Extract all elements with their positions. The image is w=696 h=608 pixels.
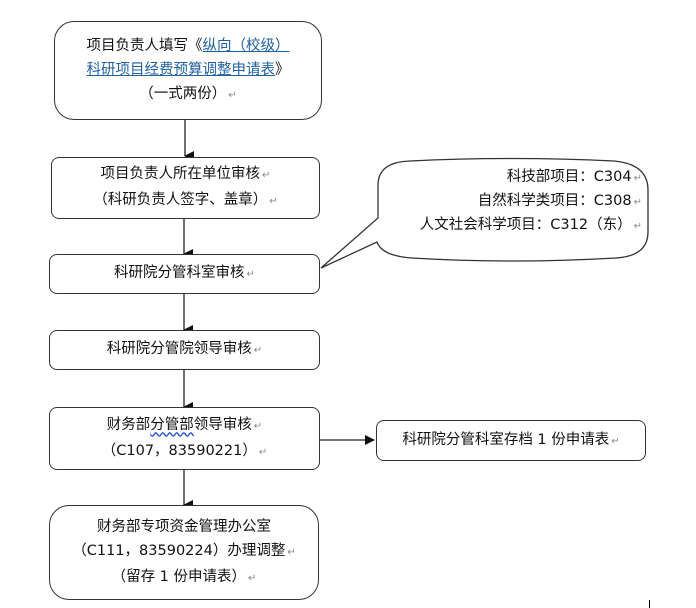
step1-text: 项目负责人填写《 (86, 37, 203, 54)
callout-mst: 科技部项目：C304 (506, 169, 632, 185)
step2-title: 项目负责人所在单位审核 (100, 166, 261, 182)
step-fill-form: 项目负责人填写《纵向（校级） 科研项目经费预算调整申请表》 （一式两份）↵ (54, 21, 322, 120)
callout-line-3: 人文社会科学项目：C312（东）↵ (380, 214, 642, 238)
step6-office: 财务部专项资金管理办公室 (97, 518, 271, 535)
step1-line2: 科研项目经费预算调整申请表》 (87, 58, 290, 82)
step1-copies: （一式两份） (139, 85, 227, 102)
step6-contact: （C111，83590224）办理调整 (72, 542, 286, 559)
step2-line2: （科研负责人签字、盖章）↵ (93, 188, 277, 214)
step5-line2: （C107，83590221）↵ (102, 439, 268, 465)
paragraph-mark-icon: ↵ (253, 345, 263, 356)
callout-bubble (320, 157, 649, 269)
paragraph-mark-icon: ↵ (258, 446, 268, 458)
paragraph-mark-icon: ↵ (228, 89, 237, 101)
paragraph-mark-icon: ↵ (248, 572, 257, 584)
step-research-leader-review: 科研院分管院领导审核↵ (49, 330, 320, 370)
step-research-office-review: 科研院分管科室审核↵ (49, 254, 320, 294)
paragraph-mark-icon: ↵ (633, 173, 642, 184)
callout-line-1: 科技部项目：C304↵ (380, 166, 642, 190)
step6-retain: （留存 1 份申请表） (111, 568, 247, 585)
step6-line2: （C111，83590224）办理调整↵ (72, 539, 296, 565)
step3-title: 科研院分管科室审核 (114, 265, 245, 281)
form-link-part1[interactable]: 纵向（校级） (202, 37, 290, 54)
paragraph-mark-icon: ↵ (611, 435, 620, 447)
step1-bracket: 》 (275, 61, 290, 78)
step5-dept: 财务部 (106, 416, 151, 433)
callout-humanities: 人文社会科学项目：C312（东） (419, 217, 632, 233)
text-cursor (649, 600, 650, 608)
step4-line1: 科研院分管院领导审核↵ (107, 337, 262, 363)
step-finance-leader-review: 财务部分管部领导审核↵ （C107，83590221）↵ (49, 407, 320, 470)
paragraph-mark-icon: ↵ (246, 269, 255, 280)
paragraph-mark-icon: ↵ (633, 221, 642, 232)
callout-text: 科技部项目：C304↵ 自然科学类项目：C308↵ 人文社会科学项目：C312（… (380, 166, 642, 238)
spellcheck-word: 分管部 (150, 416, 194, 433)
form-link-part2[interactable]: 科研项目经费预算调整申请表 (86, 61, 276, 78)
callout-line-2: 自然科学类项目：C308↵ (380, 190, 642, 214)
step6-line1: 财务部专项资金管理办公室 (97, 515, 271, 539)
callout-natural-science: 自然科学类项目：C308 (477, 193, 632, 209)
step1-line1: 项目负责人填写《纵向（校级） (87, 34, 290, 58)
step5-line1: 财务部分管部领导审核↵ (107, 413, 262, 439)
step4-title: 科研院分管院领导审核 (106, 341, 252, 357)
archive-box: 科研院分管科室存档 1 份申请表↵ (376, 420, 646, 461)
archive-line: 科研院分管科室存档 1 份申请表↵ (402, 428, 619, 454)
step1-line3: （一式两份）↵ (139, 82, 236, 108)
archive-text: 科研院分管科室存档 1 份申请表 (402, 431, 610, 448)
step-unit-review: 项目负责人所在单位审核↵ （科研负责人签字、盖章）↵ (51, 157, 320, 219)
paragraph-mark-icon: ↵ (269, 196, 278, 207)
paragraph-mark-icon: ↵ (633, 197, 642, 208)
paragraph-mark-icon: ↵ (262, 170, 271, 181)
paragraph-mark-icon: ↵ (253, 420, 263, 432)
step2-note: （科研负责人签字、盖章） (93, 192, 268, 208)
step5-contact: （C107，83590221） (101, 442, 257, 459)
step2-line1: 项目负责人所在单位审核↵ (101, 162, 271, 188)
step3-line1: 科研院分管科室审核↵ (114, 261, 255, 287)
paragraph-mark-icon: ↵ (287, 546, 296, 558)
step6-line3: （留存 1 份申请表）↵ (112, 565, 257, 591)
step5-action: 领导审核 (193, 416, 252, 433)
step-finance-office-adjust: 财务部专项资金管理办公室 （C111，83590224）办理调整↵ （留存 1 … (49, 505, 319, 600)
